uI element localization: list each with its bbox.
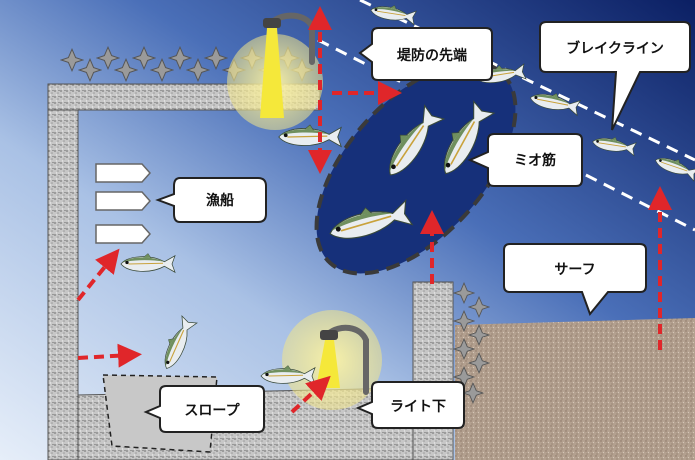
boat-icon: [95, 163, 152, 244]
arrow-icon: [76, 6, 672, 414]
callout-surf: サーフ: [503, 243, 647, 316]
slope-label: スロープ: [184, 403, 240, 419]
callout-under-light: ライト下: [355, 381, 465, 429]
callout-breakwater-tip: 堤防の先端: [358, 27, 493, 81]
surf-label: サーフ: [554, 262, 595, 278]
callout-fishing-boats: 漁船: [155, 177, 267, 223]
surf-sand: [455, 318, 695, 460]
breakwater-tip-label: 堤防の先端: [397, 47, 467, 64]
fishing-boats-label: 漁船: [206, 192, 234, 209]
callout-slope: スロープ: [143, 385, 265, 433]
under-light-label: ライト下: [390, 399, 446, 415]
break-line-label: ブレイクライン: [566, 40, 664, 57]
callout-channel: ミオ筋: [467, 133, 583, 187]
channel-label: ミオ筋: [514, 152, 556, 169]
callout-break-line: ブレイクライン: [539, 21, 691, 131]
